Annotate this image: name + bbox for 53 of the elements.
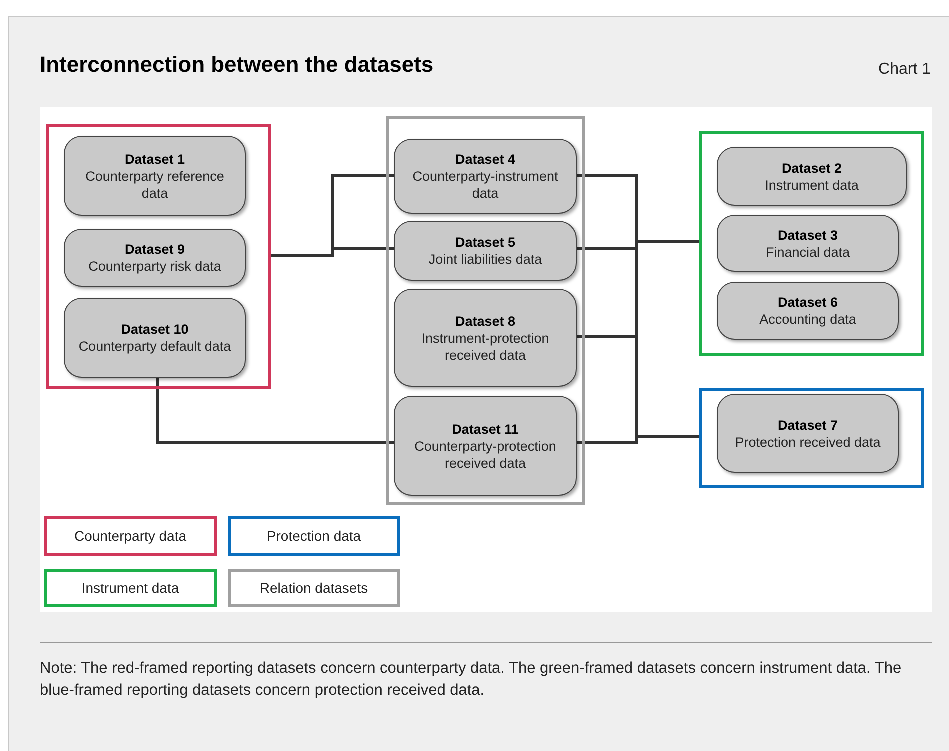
connector-line: [577, 248, 637, 250]
dataset-box: [717, 215, 899, 272]
connector-line: [636, 174, 638, 444]
dataset-description: Counterparty default data: [78, 338, 232, 355]
group-frame: [386, 116, 585, 505]
dataset-box: [394, 139, 577, 214]
dataset-box: [717, 147, 907, 206]
legend-item: Instrument data: [44, 569, 217, 607]
dataset-description: Counterparty-instrument data: [412, 168, 560, 202]
dataset-box: [394, 289, 577, 387]
dataset-box: [717, 394, 899, 473]
dataset-description: Instrument data: [765, 176, 859, 194]
dataset-name: Dataset 1: [124, 150, 186, 168]
dataset-name: Dataset 9: [124, 241, 186, 258]
dataset-description: Counterparty risk data: [88, 258, 222, 275]
connector-line: [577, 174, 637, 178]
dataset-name: Dataset 3: [778, 226, 838, 244]
dataset-name: Dataset 5: [455, 234, 516, 251]
connector-line: [637, 436, 699, 438]
dataset-description: Financial data: [766, 244, 850, 260]
note: Note: The red-framed reporting datasets concern counterparty data. The green-framed datasets concern instrument data. The blue-framed reporting datasets concern protection received data.: [40, 659, 903, 701]
group-frame: [699, 131, 924, 356]
connector-line: [637, 240, 699, 244]
legend-item: Counterparty data: [44, 516, 217, 556]
dataset-box: [717, 282, 899, 340]
connector-line: [577, 336, 637, 338]
dataset-box: [64, 298, 246, 378]
title: Interconnection between the datasets: [40, 51, 434, 79]
dataset-description: Protection received data: [735, 434, 881, 450]
dataset-name: Dataset 11: [452, 420, 519, 438]
dataset-box: [64, 136, 246, 216]
connector-line: [156, 378, 394, 444]
group-frame: [699, 388, 924, 488]
chart-number: Chart 1: [878, 60, 931, 80]
dataset-name: Dataset 2: [782, 160, 842, 176]
dataset-description: Counterparty-protection received data: [414, 438, 558, 472]
dataset-description: Joint liabilities data: [428, 251, 542, 268]
group-frame: [46, 124, 271, 389]
dataset-description: Counterparty reference data: [84, 168, 226, 202]
dataset-name: Dataset 7: [778, 416, 838, 434]
dataset-name: Dataset 8: [455, 312, 516, 330]
dataset-name: Dataset 6: [778, 294, 838, 311]
dataset-name: Dataset 10: [121, 321, 189, 338]
dataset-name: Dataset 4: [455, 151, 516, 168]
connector-line: [271, 248, 394, 258]
legend-item: Relation datasets: [228, 569, 400, 607]
dataset-box: [394, 396, 577, 496]
dataset-box: [394, 221, 577, 281]
dataset-box: [64, 229, 246, 287]
connector-line: [577, 442, 637, 444]
legend-item: Protection data: [228, 516, 400, 556]
dataset-description: Instrument-protection received data: [420, 330, 550, 364]
dataset-description: Accounting data: [760, 311, 856, 328]
